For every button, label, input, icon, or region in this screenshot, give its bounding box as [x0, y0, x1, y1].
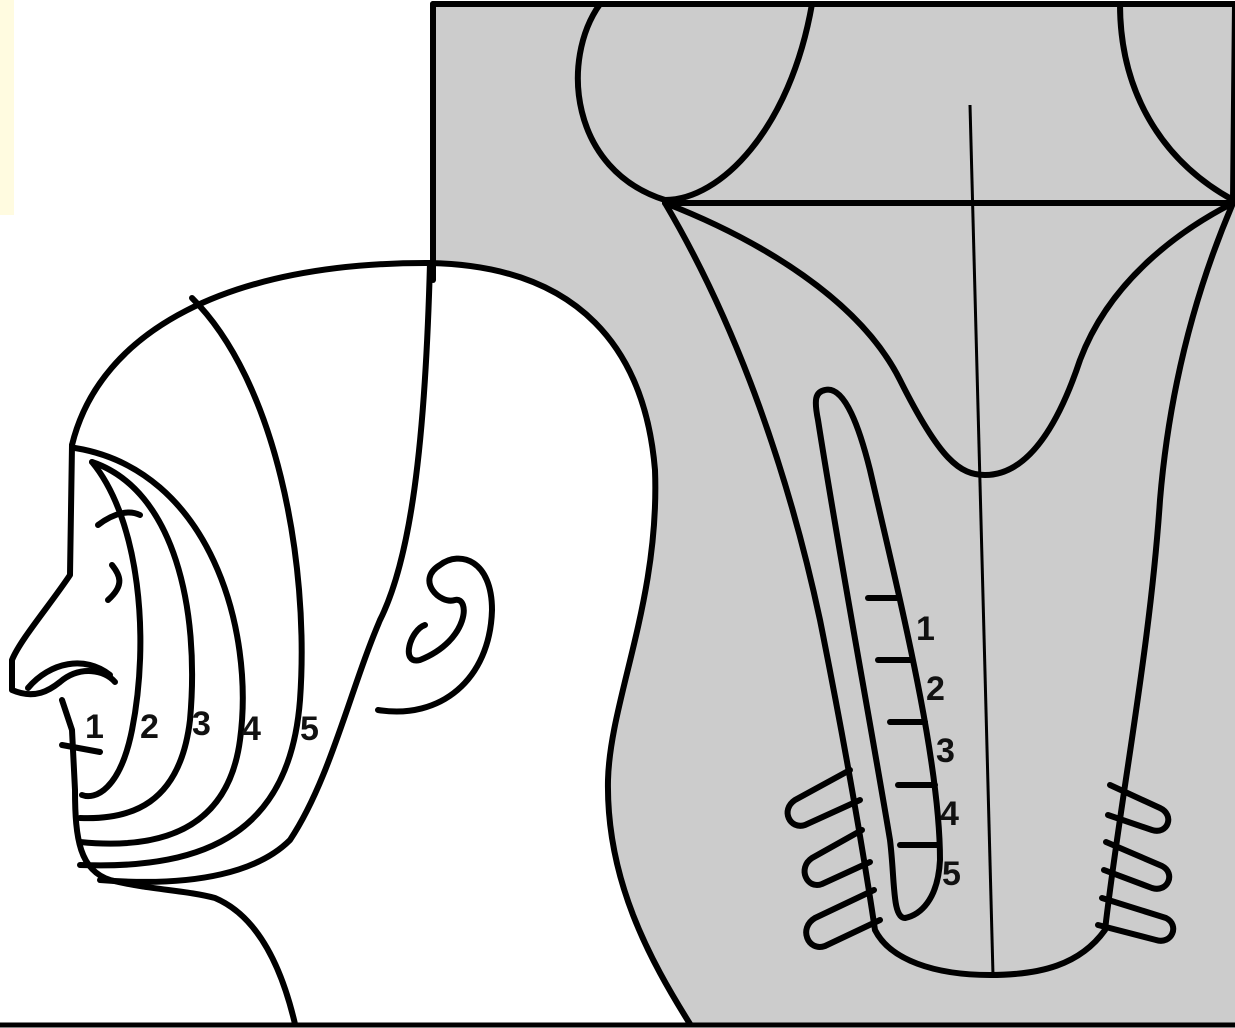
head-silhouette — [12, 263, 690, 1024]
nucleus-zone-label-3: 3 — [936, 732, 955, 770]
head-profile: 1 2 3 4 5 — [12, 263, 690, 1024]
nucleus-zone-label-5: 5 — [942, 855, 961, 893]
face-zone-label-2: 2 — [140, 708, 159, 746]
face-zone-label-4: 4 — [242, 710, 261, 748]
face-zone-label-1: 1 — [85, 708, 104, 746]
nucleus-zone-label-1: 1 — [916, 610, 935, 648]
face-zone-label-5: 5 — [300, 710, 319, 748]
nucleus-zone-label-4: 4 — [940, 795, 959, 833]
face-zone-label-3: 3 — [192, 705, 211, 743]
corner-tint — [0, 0, 14, 215]
nucleus-zone-label-2: 2 — [926, 670, 945, 708]
